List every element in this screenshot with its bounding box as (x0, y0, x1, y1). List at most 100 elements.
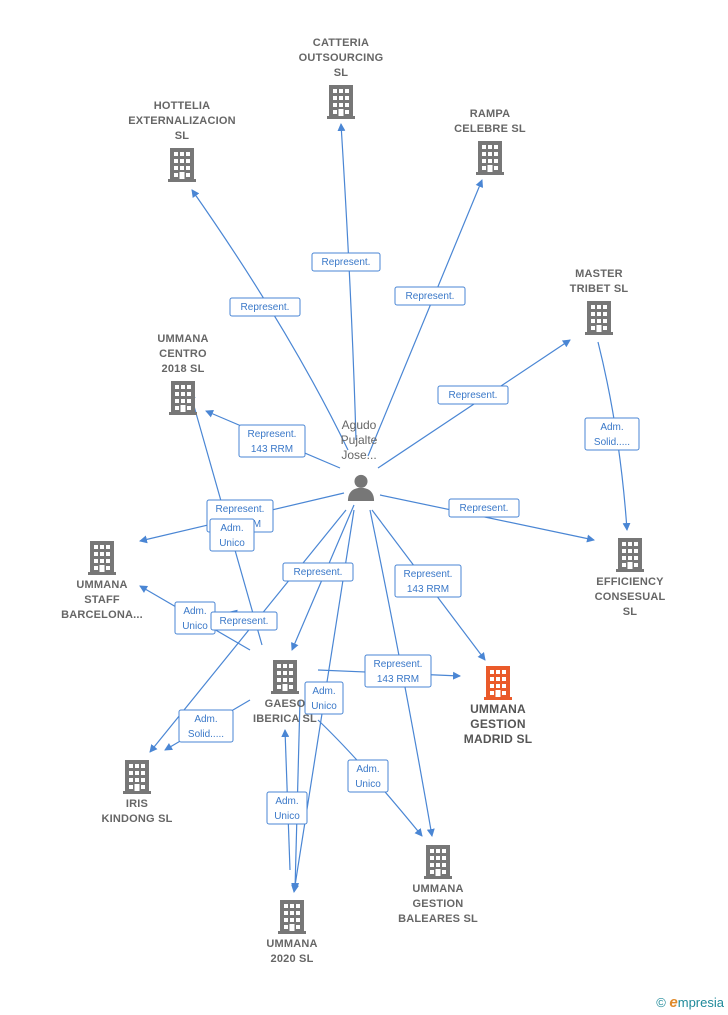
edge-label-text: Adm. (275, 796, 298, 807)
edge-p-to-rampa (367, 179, 484, 457)
edge-label-box (584, 417, 640, 451)
building-icon (88, 541, 116, 575)
edge-p-to-catteria (337, 123, 357, 441)
edge-label-p-to-centro[interactable]: Represent.143 RRM (238, 424, 306, 458)
building-icon (123, 760, 151, 794)
edge-label-u2020-to-gaeso[interactable]: Adm. Unico (266, 791, 308, 825)
edge-label-p-to-gaeso[interactable]: Represent. (282, 562, 354, 582)
company-node-hottelia[interactable]: HOTTELIA EXTERNALIZACION SL (128, 100, 236, 182)
company-name-line: EXTERNALIZACION (128, 115, 236, 127)
edge-label-box (364, 654, 432, 688)
company-name-line: GAESO (265, 698, 306, 710)
company-name-line: SL (175, 130, 190, 142)
copyright-symbol: © (656, 995, 666, 1010)
brand-footer[interactable]: © empresia (656, 994, 724, 1011)
edge-label-text: Unico (182, 621, 208, 632)
edge-label-box (209, 518, 255, 552)
edge-label-text: Represent. (406, 291, 455, 302)
person-node[interactable]: AgudoPujalteJose... (341, 418, 378, 501)
edge-label-text: Represent. (241, 302, 290, 313)
edge-label-gaeso-to-staff[interactable]: Represent. (210, 611, 278, 631)
edge-label-text: 143 RRM (377, 674, 419, 685)
company-name-line: EFFICIENCY (596, 576, 664, 588)
edge-label-p-to-efficiency[interactable]: Represent. (448, 498, 520, 518)
company-node-staff[interactable]: UMMANASTAFFBARCELONA... (61, 541, 143, 621)
edge-label-text: Represent. (460, 503, 509, 514)
edge-label-p-to-catteria[interactable]: Represent. (311, 252, 381, 272)
company-name-line: GESTION (413, 898, 464, 910)
edge-label-text: Unico (355, 779, 381, 790)
company-name-line: CONSESUAL (595, 591, 666, 603)
edge-label-gaeso-to-iris[interactable]: Adm.Solid..... (178, 709, 234, 743)
company-name-line: MADRID SL (464, 732, 532, 746)
edge-label-box (448, 498, 520, 518)
edge-label-p-to-madrid[interactable]: Represent.143 RRM (394, 564, 462, 598)
edge-p-to-hottelia (191, 189, 349, 451)
company-node-master[interactable]: MASTER TRIBET SL (570, 268, 629, 335)
company-node-catteria[interactable]: CATTERIA OUTSOURCING SL (299, 37, 384, 119)
company-name-line: 2018 SL (162, 363, 205, 375)
person-name-line: Agudo (342, 418, 377, 432)
edge-label-text: Represent. (404, 569, 453, 580)
edge-label-text: Adm. (600, 422, 623, 433)
company-name-line: CENTRO (159, 348, 207, 360)
building-icon (476, 141, 504, 175)
company-name-line: UMMANA (470, 702, 526, 716)
company-node-gaeso[interactable]: GAESO IBERICA SL (253, 660, 317, 725)
edge-label-text: Represent. (322, 257, 371, 268)
person-name-line: Pujalte (341, 433, 378, 447)
edge-label-gaeso-to-centro[interactable]: Adm.Unico (209, 518, 255, 552)
edge-label-text: Unico (274, 811, 300, 822)
edge-label-box (394, 286, 466, 306)
edge-label-text: Adm. (194, 714, 217, 725)
building-icon (168, 148, 196, 182)
edge-label-p-to-master[interactable]: Represent. (437, 385, 509, 405)
company-name-line: CATTERIA (313, 37, 369, 49)
nodes-layer: CATTERIA OUTSOURCING SL HOTTELIA EXTERNALIZA… (61, 37, 665, 965)
edge-label-gaeso-to-staff[interactable]: Adm. Unico (174, 601, 216, 635)
building-icon (616, 538, 644, 572)
edge-label-text: Represent. (248, 429, 297, 440)
edge-label-text: Adm. (220, 523, 243, 534)
company-name-line: OUTSOURCING (299, 52, 384, 64)
edge-label-text: Adm. (356, 764, 379, 775)
edge-label-master-to-efficiency[interactable]: Adm.Solid..... (584, 417, 640, 451)
building-icon (327, 85, 355, 119)
company-name-line: 2020 SL (271, 953, 314, 965)
building-icon (169, 381, 197, 415)
company-name-line: KINDONG SL (101, 813, 172, 825)
edge-label-box (266, 791, 308, 825)
company-name-line: HOTTELIA (154, 100, 211, 112)
company-name-line: BARCELONA... (61, 609, 143, 621)
edge-label-text: Adm. (312, 686, 335, 697)
edge-label-text: Represent. (220, 616, 269, 627)
edge-label-box (437, 385, 509, 405)
company-name-line: RAMPA (470, 108, 511, 120)
company-name-line: TRIBET SL (570, 283, 629, 295)
edge-label-gaeso-to-madrid[interactable]: Represent.143 RRM (364, 654, 432, 688)
edge-label-box (210, 611, 278, 631)
company-name-line: SL (334, 67, 349, 79)
edge-labels-layer: Represent.Represent.Represent.Represent.… (174, 252, 640, 825)
edge-label-text: Adm. (183, 606, 206, 617)
edge-label-gaeso-to-baleares[interactable]: Adm. Unico (347, 759, 389, 793)
edge-label-p-to-hottelia[interactable]: Represent. (229, 297, 301, 317)
edge-label-p-to-rampa[interactable]: Represent. (394, 286, 466, 306)
company-name-line: UMMANA (76, 579, 127, 591)
edge-label-box (238, 424, 306, 458)
company-name-line: IBERICA SL (253, 713, 317, 725)
edge-label-box (304, 681, 344, 715)
company-name-line: MASTER (575, 268, 623, 280)
edge-label-text: Represent. (216, 504, 265, 515)
brand-name: mpresia (677, 995, 724, 1010)
edge-label-gaeso-to-u2020[interactable]: Adm.Unico (304, 681, 344, 715)
company-name-line: GESTION (470, 717, 525, 731)
